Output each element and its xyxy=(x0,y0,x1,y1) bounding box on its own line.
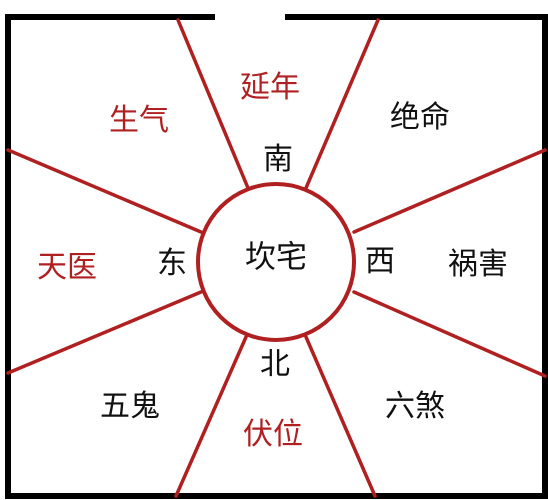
spoke-wsw xyxy=(6,290,203,375)
center-house-label: 坎宅 xyxy=(245,239,307,276)
spoke-ssw xyxy=(174,335,248,498)
direction-north-label: 北 xyxy=(260,347,290,382)
spoke-ese xyxy=(352,290,547,378)
spoke-wnw xyxy=(6,148,203,234)
direction-south-label: 南 xyxy=(263,142,293,177)
star-top-right-label: 绝命 xyxy=(390,100,450,135)
spoke-nnw xyxy=(176,18,250,190)
star-top-left-label: 生气 xyxy=(109,103,169,138)
star-left-label: 天医 xyxy=(37,250,97,285)
center-circle xyxy=(196,182,356,342)
spoke-ene xyxy=(352,148,547,234)
house-frame xyxy=(5,14,548,499)
star-top-label: 延年 xyxy=(240,70,300,105)
star-bottom-left-label: 五鬼 xyxy=(100,389,160,424)
spoke-sse xyxy=(304,335,377,498)
spoke-nne xyxy=(304,18,380,190)
sector-spokes xyxy=(6,18,547,498)
direction-east-label: 东 xyxy=(157,246,187,281)
direction-west-label: 西 xyxy=(365,244,395,279)
star-bottom-label: 伏位 xyxy=(243,417,303,452)
star-bottom-right-label: 六煞 xyxy=(385,389,445,424)
star-right-label: 祸害 xyxy=(448,247,508,282)
